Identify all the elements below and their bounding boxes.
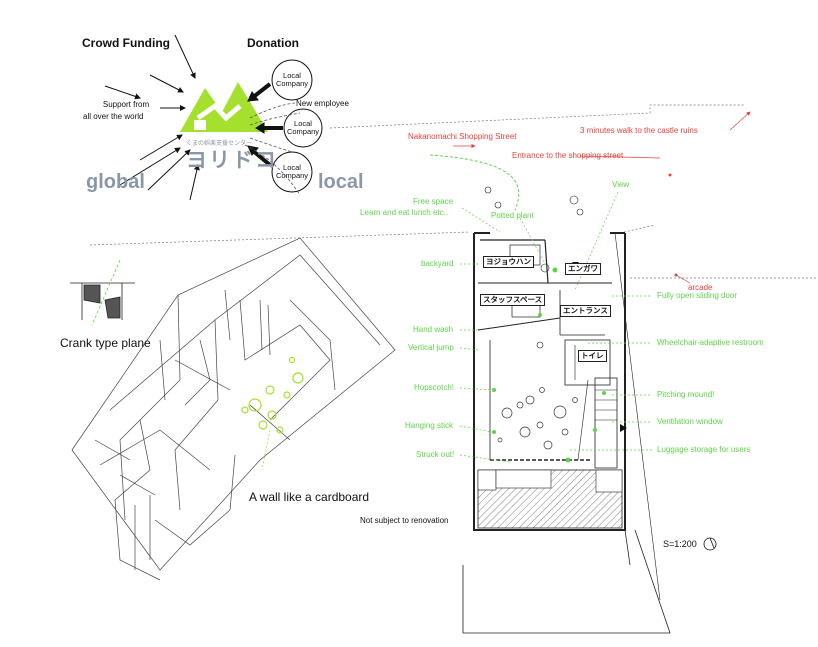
axonometric-drawing — [71, 237, 396, 581]
room-toilet: トイレ — [578, 350, 607, 362]
local-company-circles — [271, 59, 323, 193]
local-company-1-line1: Local — [283, 71, 301, 80]
not-subject-label: Not subject to renovation — [360, 516, 449, 525]
entrance-street-label: Entrance to the shopping street — [512, 151, 624, 160]
context-lines — [89, 104, 818, 279]
free-space-label-1: Free space — [413, 197, 454, 206]
green-sightline-curve — [429, 154, 520, 211]
local-company-1-line2: Company — [275, 79, 309, 89]
donation-label: Donation — [247, 36, 299, 50]
room-entrance: エントランス — [560, 305, 611, 317]
room-engawa: エンガワ — [565, 263, 601, 275]
local-company-2-line1: Local — [294, 119, 312, 128]
castle-label: 3 minutes walk to the castle ruins — [580, 126, 698, 135]
axon-green-link — [261, 429, 271, 471]
sliding-door-label: Fully open sliding door — [657, 291, 738, 300]
new-employee-label: New employee — [296, 99, 349, 108]
global-label: global — [86, 171, 145, 193]
local-company-1: Local Company — [275, 71, 309, 89]
red-dot-arcade — [674, 273, 678, 277]
support-label-1: Support from — [102, 100, 150, 109]
pitching-mound-label: Pitching mound! — [657, 390, 715, 399]
street-label: Nakanomachi Shopping Street — [408, 132, 517, 141]
red-dot-entrance — [668, 173, 672, 177]
logo-mark — [180, 82, 268, 132]
ventilation-window-label: Ventilation window — [657, 417, 723, 426]
logo-small-text: くまの娯楽支援センター — [186, 141, 253, 147]
hand-wash-label: Hand wash — [413, 325, 454, 334]
room-staff: スタッフスペース — [480, 294, 546, 306]
local-company-3: Local Company — [275, 163, 309, 181]
local-company-2-line2: Company — [286, 127, 320, 137]
potted-plant-label: Potted plant — [491, 211, 534, 220]
restroom-label: Wheelchair-adaptive restroom — [657, 338, 764, 347]
local-label: local — [318, 171, 364, 193]
scale-label: S=1:200 — [663, 539, 697, 549]
free-space-label-2: Learn and eat lunch etc.. — [360, 208, 449, 217]
crowd-funding-label: Crowd Funding — [82, 36, 170, 50]
dashed-employee-links — [244, 102, 301, 196]
plan-floor-circles — [497, 387, 578, 450]
view-label: View — [612, 180, 630, 189]
arcade-label: arcade — [688, 283, 713, 292]
green-plan-dots — [492, 260, 606, 463]
scale-north — [703, 537, 717, 551]
luggage-storage-label: Luggage storage for users — [657, 445, 751, 454]
crank-plane-label: Crank type plane — [60, 336, 151, 350]
struck-out-label: Struck out! — [416, 450, 455, 459]
local-company-3-line2: Company — [275, 171, 309, 181]
local-company-2: Local Company — [286, 119, 320, 137]
support-label-2: all over the world — [83, 112, 144, 121]
green-leaders — [459, 191, 652, 463]
backyard-label: backyard — [421, 259, 454, 268]
funding-arrows — [104, 34, 200, 201]
ventilation-marker — [620, 424, 627, 432]
local-company-3-line1: Local — [283, 163, 301, 172]
red-leaders — [453, 111, 751, 284]
axon-green-circles — [241, 356, 304, 434]
floor-plan — [462, 186, 671, 634]
room-yojohan: ヨジョウハン — [483, 256, 534, 268]
crank-plane-inset — [70, 259, 135, 326]
cardboard-wall-label: A wall like a cardboard — [249, 490, 370, 504]
hanging-stick-label: Hanging stick — [405, 421, 454, 430]
logo-text: ヨリドコ — [186, 149, 278, 172]
hopscotch-label: Hopscotch! — [414, 383, 455, 392]
vertical-jump-label: Vertical jump — [408, 343, 454, 352]
